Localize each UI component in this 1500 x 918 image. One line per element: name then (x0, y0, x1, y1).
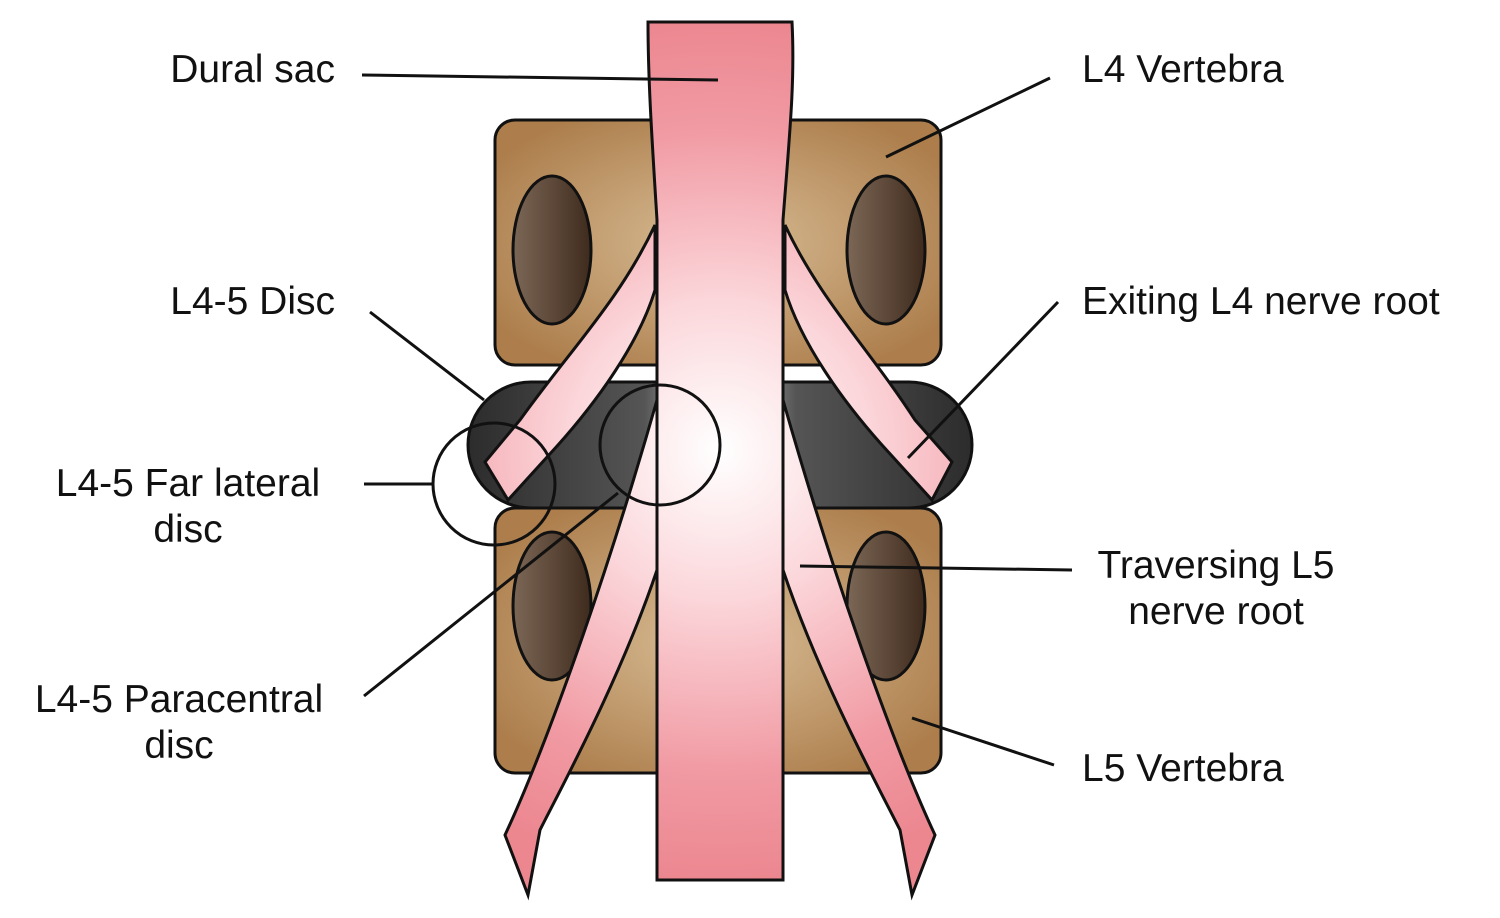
label-far-lateral-line2: disc (153, 508, 223, 551)
label-far-lateral-line1: L4-5 Far lateral (55, 462, 321, 505)
label-exiting-root: Exiting L4 nerve root (1082, 280, 1440, 323)
leader-exiting-root (906, 300, 1060, 460)
l4-right-foramen (845, 174, 927, 326)
leader-traversing (799, 564, 1073, 572)
label-far-lateral-disc: L4-5 Far lateral disc (32, 461, 344, 553)
label-traversing-line1: Traversing L5 (1097, 544, 1335, 587)
right-traversing-l5-nerve-root (781, 399, 937, 901)
label-l5-vertebra: L5 Vertebra (1082, 747, 1284, 790)
label-paracentral-line2: disc (144, 724, 214, 767)
label-paracentral-disc: L4-5 Paracentral disc (14, 677, 344, 769)
leader-l4-vertebra (885, 76, 1051, 159)
right-exiting-l4-nerve-root (783, 224, 954, 503)
leader-dural-sac (361, 73, 719, 82)
label-l4-vertebra: L4 Vertebra (1082, 48, 1284, 91)
label-paracentral-line1: L4-5 Paracentral (34, 678, 324, 721)
leader-l45-disc (369, 310, 485, 402)
paracentral-zone-circle (598, 383, 722, 507)
left-traversing-l5-nerve-root (503, 399, 659, 901)
leader-l5-vertebra (911, 716, 1055, 767)
l5-left-foramen (511, 530, 593, 682)
l4-left-foramen (511, 174, 593, 326)
label-dural-sac: Dural sac (170, 48, 335, 91)
label-l45-disc: L4-5 Disc (170, 280, 335, 323)
label-traversing-line2: nerve root (1128, 590, 1304, 633)
label-traversing-root: Traversing L5 nerve root (1080, 543, 1352, 635)
leader-paracentral (363, 491, 619, 698)
